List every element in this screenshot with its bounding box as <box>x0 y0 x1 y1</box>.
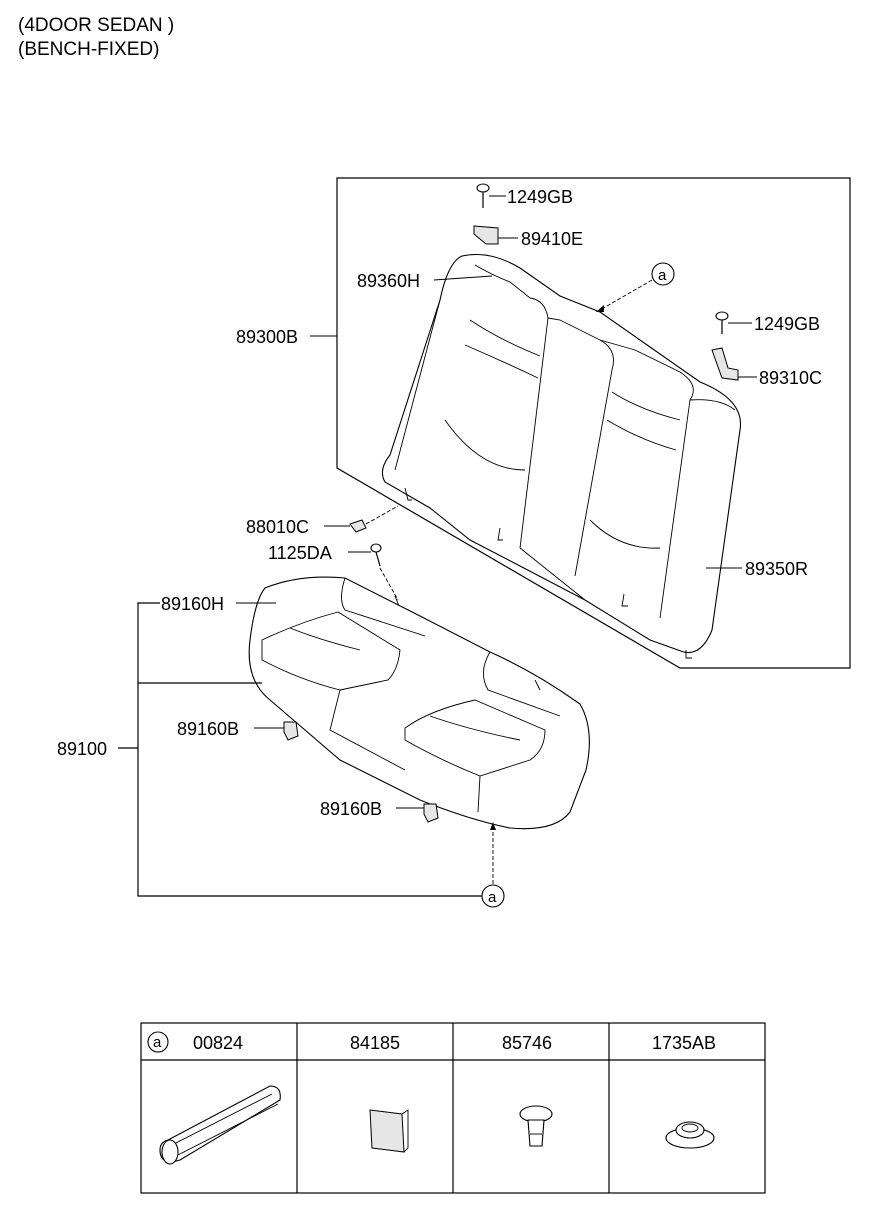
bracket-89310c <box>711 347 757 381</box>
label-89160h: 89160H <box>161 594 224 614</box>
seat-back <box>381 253 742 659</box>
legend-ref-a: a <box>153 1034 162 1051</box>
square-pad-icon <box>369 1109 409 1153</box>
legend-col-3: 85746 <box>502 1033 552 1053</box>
bolt-1249gb-top <box>476 183 506 208</box>
header-line-1: (4DOOR SEDAN ) <box>18 15 175 36</box>
bracket-89410e <box>473 225 518 245</box>
label-1249gb-right: 1249GB <box>754 314 820 334</box>
legend-col-4: 1735AB <box>652 1033 716 1053</box>
label-89160b-1: 89160B <box>177 719 239 739</box>
push-pin-icon <box>519 1105 553 1147</box>
ref-a-bottom <box>481 822 505 908</box>
screw-1125da <box>348 543 399 601</box>
label-89410e: 89410E <box>521 229 583 249</box>
label-1249gb-top: 1249GB <box>507 187 573 207</box>
label-ref-a-bottom: a <box>488 889 497 906</box>
label-88010c: 88010C <box>246 517 309 537</box>
clip-89160b-2 <box>396 803 439 823</box>
cushion-assy-bracket <box>118 602 482 897</box>
header-line-2: (BENCH-FIXED) <box>18 39 160 60</box>
label-89310c: 89310C <box>759 368 822 388</box>
diagram-header: (4DOOR SEDAN ) (BENCH-FIXED) <box>18 14 174 62</box>
label-89160b-2: 89160B <box>320 799 382 819</box>
legend-col-2: 84185 <box>350 1033 400 1053</box>
grommet-icon <box>665 1121 715 1149</box>
tube-channel-icon <box>159 1085 281 1165</box>
label-89360h: 89360H <box>357 271 420 291</box>
seat-cushion <box>236 576 590 830</box>
legend-table: a 00824 84185 85746 1735AB <box>140 1022 766 1194</box>
label-89100: 89100 <box>57 739 107 759</box>
part-88010c <box>324 505 399 533</box>
legend-col-1: 00824 <box>193 1033 243 1053</box>
label-ref-a-top: a <box>658 267 667 284</box>
label-1125da: 1125DA <box>268 543 332 563</box>
clip-89160b-1 <box>254 721 299 741</box>
label-89350r: 89350R <box>745 559 808 579</box>
seat-back-frame-box <box>336 177 851 669</box>
label-89300b: 89300B <box>236 327 298 347</box>
bolt-1249gb-right <box>715 311 752 334</box>
ref-a-top <box>596 262 675 312</box>
